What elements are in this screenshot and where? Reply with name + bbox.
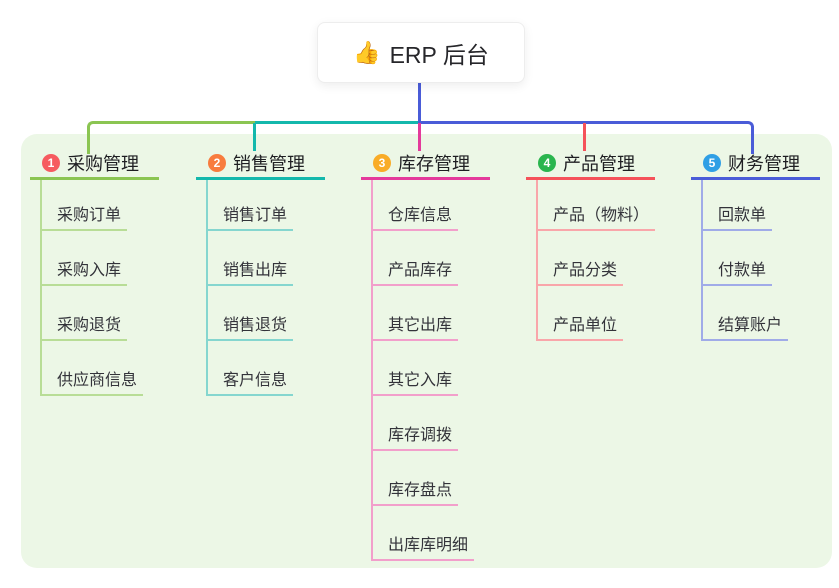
bus-segment-mid [254, 121, 420, 124]
branch-node-5[interactable]: 5 财务管理 [691, 149, 820, 180]
child-node[interactable]: 销售订单 [206, 203, 294, 231]
child-label: 供应商信息 [57, 372, 138, 389]
thumbs-up-icon: 👍 [353, 39, 381, 65]
child-node[interactable]: 采购入库 [40, 258, 128, 286]
child-node[interactable]: 库存盘点 [371, 478, 459, 506]
child-connector-line [206, 177, 208, 396]
child-node[interactable]: 其它入库 [371, 368, 459, 396]
child-connector-line [371, 177, 373, 561]
child-connector-line [701, 177, 703, 341]
branch-node-4[interactable]: 4 产品管理 [526, 149, 655, 180]
child-label: 销售订单 [223, 207, 288, 224]
branches-panel [21, 134, 832, 568]
child-label: 其它入库 [388, 372, 453, 389]
child-node[interactable]: 结算账户 [701, 313, 789, 341]
child-label: 回款单 [718, 207, 767, 224]
child-label: 其它出库 [388, 317, 453, 334]
child-node[interactable]: 销售退货 [206, 313, 294, 341]
child-label: 结算账户 [718, 317, 783, 334]
branch-label: 产品管理 [563, 154, 635, 174]
bus-segment-left [87, 121, 258, 154]
child-label: 产品单位 [553, 317, 618, 334]
branch-label: 库存管理 [398, 154, 470, 174]
child-label: 产品（物料） [553, 207, 650, 224]
child-connector-line [40, 177, 42, 396]
child-node[interactable]: 产品分类 [536, 258, 624, 286]
child-node[interactable]: 付款单 [701, 258, 773, 286]
branch-number-badge: 1 [42, 154, 60, 172]
child-node[interactable]: 销售出库 [206, 258, 294, 286]
child-node[interactable]: 客户信息 [206, 368, 294, 396]
child-label: 仓库信息 [388, 207, 453, 224]
branch-drop-line [418, 123, 421, 151]
child-node[interactable]: 供应商信息 [40, 368, 144, 396]
child-label: 库存调拨 [388, 427, 453, 444]
branch-drop-line [253, 123, 256, 151]
child-label: 出库库明细 [388, 537, 469, 554]
child-node[interactable]: 产品库存 [371, 258, 459, 286]
branch-number-badge: 4 [538, 154, 556, 172]
branch-node-3[interactable]: 3 库存管理 [361, 149, 490, 180]
child-node[interactable]: 库存调拨 [371, 423, 459, 451]
child-node[interactable]: 采购订单 [40, 203, 128, 231]
branch-node-1[interactable]: 1 采购管理 [30, 149, 159, 180]
root-label: ERP 后台 [389, 41, 489, 68]
root-node[interactable]: 👍 ERP 后台 [317, 22, 525, 83]
child-connector-line [536, 177, 538, 341]
child-label: 产品库存 [388, 262, 453, 279]
child-label: 库存盘点 [388, 482, 453, 499]
branch-number-badge: 2 [208, 154, 226, 172]
child-label: 采购退货 [57, 317, 122, 334]
branch-label: 财务管理 [728, 154, 800, 174]
branch-label: 采购管理 [67, 154, 139, 174]
bus-segment-right [418, 121, 754, 154]
child-label: 付款单 [718, 262, 767, 279]
branch-drop-line [583, 123, 586, 151]
child-label: 产品分类 [553, 262, 618, 279]
child-label: 采购入库 [57, 262, 122, 279]
branch-number-badge: 5 [703, 154, 721, 172]
child-node[interactable]: 产品（物料） [536, 203, 656, 231]
branch-label: 销售管理 [233, 154, 305, 174]
child-label: 销售退货 [223, 317, 288, 334]
child-node[interactable]: 采购退货 [40, 313, 128, 341]
child-node[interactable]: 仓库信息 [371, 203, 459, 231]
child-label: 客户信息 [223, 372, 288, 389]
child-node[interactable]: 出库库明细 [371, 533, 475, 561]
child-label: 采购订单 [57, 207, 122, 224]
child-node[interactable]: 回款单 [701, 203, 773, 231]
branch-node-2[interactable]: 2 销售管理 [196, 149, 325, 180]
branch-number-badge: 3 [373, 154, 391, 172]
child-node[interactable]: 其它出库 [371, 313, 459, 341]
child-node[interactable]: 产品单位 [536, 313, 624, 341]
child-label: 销售出库 [223, 262, 288, 279]
root-stem-line [418, 81, 421, 124]
